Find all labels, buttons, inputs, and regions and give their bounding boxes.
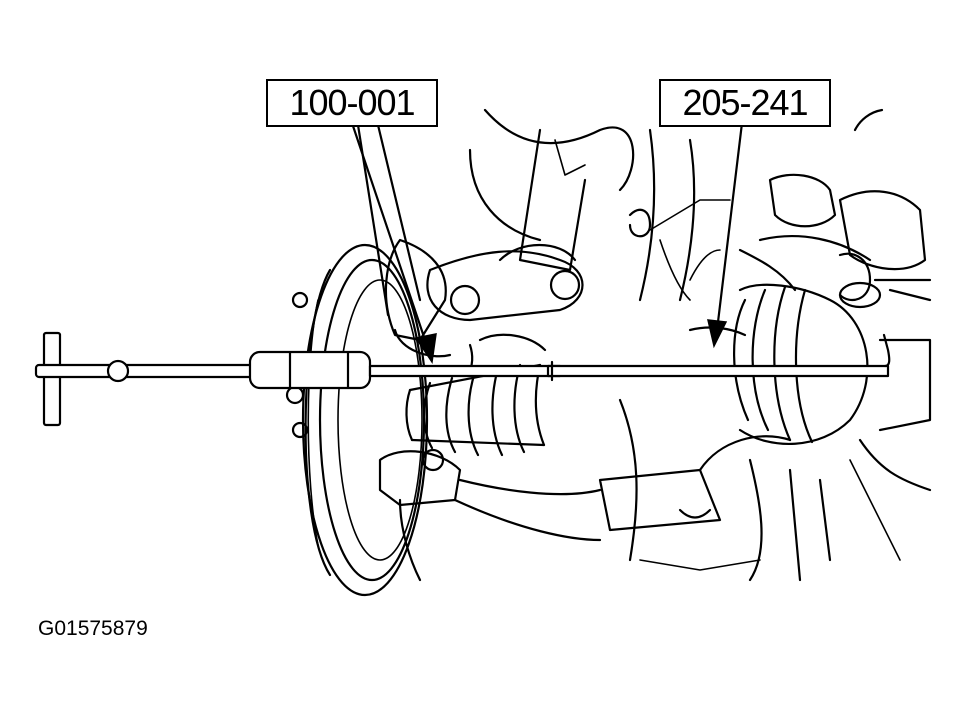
- figure-id: G01575879: [38, 617, 148, 640]
- lower-ball-joint: [378, 448, 602, 582]
- tool-callout-100-001: 100-001: [266, 79, 438, 127]
- leader-arrows: [350, 121, 744, 365]
- steering-knuckle: [384, 238, 584, 358]
- brake-rotor: [285, 243, 429, 597]
- engine-components: [598, 128, 932, 582]
- tool-callout-205-241: 205-241: [659, 79, 831, 127]
- outline-stroke: [853, 108, 884, 132]
- slide-hammer-tool: [34, 331, 562, 427]
- extension-rod-tool: [546, 333, 891, 382]
